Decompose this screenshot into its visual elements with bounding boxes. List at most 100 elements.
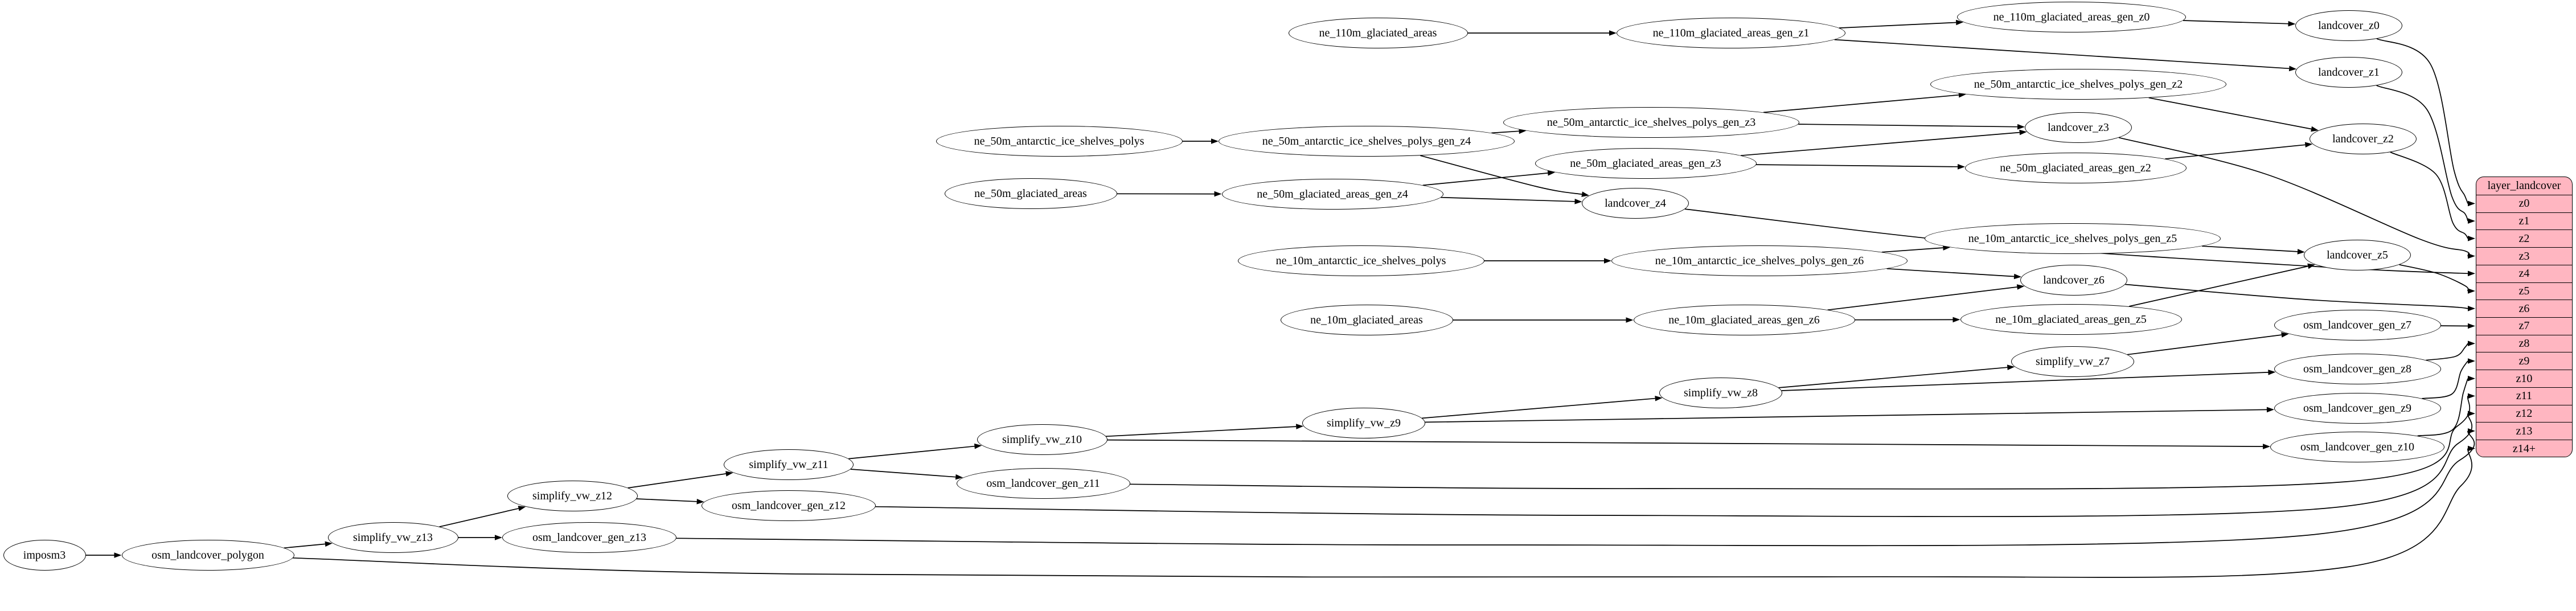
node-ne_10m_antarctic_ice_shelves_polys_gen_z5: ne_10m_antarctic_ice_shelves_polys_gen_z… [1925,223,2221,254]
node-ne_50m_antarctic_ice_shelves_polys: ne_50m_antarctic_ice_shelves_polys [936,126,1183,157]
table-row-z12: z12 [2476,405,2572,423]
node-simplify_vw_z8: simplify_vw_z8 [1659,378,1782,408]
node-ne_50m_antarctic_ice_shelves_polys_gen_z2: ne_50m_antarctic_ice_shelves_polys_gen_z… [1930,69,2226,100]
node-osm_landcover_gen_z12: osm_landcover_gen_z12 [702,490,876,521]
edge-osm_landcover_polygon-to-simplify_vw_z13 [284,541,333,549]
table-row-z9: z9 [2476,352,2572,371]
edge-landcover_z1-to-row-z1 [2376,85,2475,224]
edge-landcover_z2-to-row-z2 [2390,151,2475,241]
node-ne_10m_glaciated_areas_gen_z5: ne_10m_glaciated_areas_gen_z5 [1960,304,2182,335]
edge-simplify_vw_z9-to-osm_landcover_gen_z9 [1425,407,2274,423]
edge-osm_landcover_gen_z13-to-row-z13 [676,428,2475,547]
edge-ne_50m_glaciated_areas_gen_z3-to-landcover_z3 [1740,129,2027,157]
table-row-z10: z10 [2476,370,2572,388]
table-row-z0: z0 [2476,195,2572,213]
node-ne_50m_antarctic_ice_shelves_polys_gen_z3: ne_50m_antarctic_ice_shelves_polys_gen_z… [1503,107,1799,138]
node-ne_10m_glaciated_areas_gen_z6: ne_10m_glaciated_areas_gen_z6 [1633,305,1855,335]
node-landcover_z0: landcover_z0 [2295,10,2402,41]
node-osm_landcover_polygon: osm_landcover_polygon [121,540,294,571]
edge-simplify_vw_z13-to-osm_landcover_gen_z13 [458,535,502,540]
edge-simplify_vw_z13-to-simplify_vw_z12 [439,506,526,527]
edge-simplify_vw_z11-to-simplify_vw_z10 [848,443,982,460]
node-ne_50m_glaciated_areas_gen_z3: ne_50m_glaciated_areas_gen_z3 [1535,148,1757,179]
node-osm_landcover_gen_z7: osm_landcover_gen_z7 [2274,310,2441,341]
node-simplify_vw_z9: simplify_vw_z9 [1302,408,1425,438]
node-simplify_vw_z7: simplify_vw_z7 [2011,346,2134,377]
edge-simplify_vw_z12-to-osm_landcover_gen_z12 [636,498,704,505]
edge-osm_landcover_gen_z9-to-row-z9 [2422,358,2475,399]
edge-ne_50m_antarctic_ice_shelves_polys_gen_z2-to-landcover_z2 [2148,97,2319,132]
edge-osm_landcover_gen_z11-to-row-z11 [1130,393,2475,490]
edge-simplify_vw_z11-to-osm_landcover_gen_z11 [850,469,963,480]
node-osm_landcover_gen_z9: osm_landcover_gen_z9 [2274,393,2441,424]
edge-landcover_z6-to-row-z6 [2125,284,2475,311]
table-row-z11: z11 [2476,388,2572,405]
edge-simplify_vw_z8-to-osm_landcover_gen_z8 [1781,370,2276,391]
edge-ne_10m_antarctic_ice_shelves_polys_gen_z6-to-landcover_z6 [1886,268,2022,280]
edge-ne_110m_glaciated_areas_gen_z1-to-ne_110m_glaciated_areas_gen_z0 [1839,19,1964,28]
node-ne_50m_glaciated_areas_gen_z4: ne_50m_glaciated_areas_gen_z4 [1221,179,1443,210]
edge-ne_50m_glaciated_areas_gen_z4-to-ne_50m_glaciated_areas_gen_z3 [1422,170,1556,186]
edge-landcover_z5-to-row-z5 [2399,264,2475,294]
edge-ne_10m_glaciated_areas_gen_z5-to-landcover_z5 [2129,263,2315,307]
node-ne_50m_antarctic_ice_shelves_polys_gen_z4: ne_50m_antarctic_ice_shelves_polys_gen_z… [1219,126,1515,157]
layer-table-title: layer_landcover [2476,177,2572,195]
table-row-z2: z2 [2476,230,2572,248]
node-landcover_z1: landcover_z1 [2295,57,2402,88]
edge-osm_landcover_gen_z12-to-row-z12 [875,411,2475,518]
table-row-z5: z5 [2476,283,2572,301]
edge-osm_landcover_gen_z10-to-row-z10 [2417,375,2475,437]
edge-ne_50m_antarctic_ice_shelves_polys_gen_z4-to-landcover_z4 [1420,155,1589,197]
table-row-z1: z1 [2476,213,2572,231]
table-row-z7: z7 [2476,318,2572,335]
edge-ne_50m_glaciated_areas_gen_z4-to-landcover_z4 [1441,196,1582,204]
edge-osm_landcover_polygon-to-row-z14+ [293,445,2475,578]
table-row-z3: z3 [2476,248,2572,265]
node-landcover_z4: landcover_z4 [1582,188,1689,219]
edge-ne_10m_glaciated_areas_gen_z6-to-ne_10m_glaciated_areas_gen_z5 [1855,317,1960,323]
edge-simplify_vw_z7-to-osm_landcover_gen_z7 [2127,332,2289,355]
edge-simplify_vw_z10-to-simplify_vw_z9 [1105,424,1304,437]
edge-ne_10m_antarctic_ice_shelves_polys_gen_z6-to-ne_10m_antarctic_ice_shelves_polys_gen_z5 [1881,245,1951,253]
node-simplify_vw_z10: simplify_vw_z10 [977,424,1107,455]
node-ne_50m_glaciated_areas: ne_50m_glaciated_areas [944,178,1117,209]
edge-ne_10m_glaciated_areas-to-ne_10m_glaciated_areas_gen_z6 [1453,317,1634,323]
edge-ne_50m_glaciated_areas_gen_z3-to-ne_50m_glaciated_areas_gen_z2 [1755,164,1966,170]
edge-landcover_z4-to-row-z4 [1685,208,2475,277]
node-ne_110m_glaciated_areas_gen_z0: ne_110m_glaciated_areas_gen_z0 [1957,2,2186,32]
node-osm_landcover_gen_z13: osm_landcover_gen_z13 [502,522,676,553]
edge-ne_110m_glaciated_areas-to-ne_110m_glaciated_areas_gen_z1 [1467,30,1617,36]
edge-imposm3-to-osm_landcover_polygon [85,552,122,558]
edge-osm_landcover_gen_z7-to-row-z7 [2440,323,2475,329]
node-ne_10m_antarctic_ice_shelves_polys: ne_10m_antarctic_ice_shelves_polys [1237,245,1484,276]
node-simplify_vw_z13: simplify_vw_z13 [327,522,458,553]
edge-landcover_z0-to-row-z0 [2376,38,2475,207]
edge-landcover_z3-to-row-z3 [2118,137,2475,259]
node-ne_10m_glaciated_areas: ne_10m_glaciated_areas [1280,305,1453,335]
node-simplify_vw_z11: simplify_vw_z11 [724,449,854,480]
edge-simplify_vw_z10-to-osm_landcover_gen_z10 [1107,439,2271,449]
edge-ne_110m_glaciated_areas_gen_z0-to-landcover_z0 [2183,20,2296,27]
node-landcover_z3: landcover_z3 [2025,112,2132,143]
edge-ne_50m_glaciated_areas-to-ne_50m_glaciated_areas_gen_z4 [1117,191,1222,197]
table-row-z6: z6 [2476,300,2572,318]
node-osm_landcover_gen_z11: osm_landcover_gen_z11 [956,468,1130,499]
node-landcover_z5: landcover_z5 [2304,240,2411,270]
table-row-z4: z4 [2476,265,2572,283]
node-ne_10m_antarctic_ice_shelves_polys_gen_z6: ne_10m_antarctic_ice_shelves_polys_gen_z… [1611,245,1908,276]
edge-ne_10m_glaciated_areas_gen_z6-to-landcover_z6 [1827,284,2025,311]
edge-ne_10m_antarctic_ice_shelves_polys_gen_z5-to-landcover_z5 [2201,245,2305,255]
edge-ne_50m_antarctic_ice_shelves_polys_gen_z3-to-ne_50m_antarctic_ice_shelves_polys_gen_z2 [1763,92,1966,113]
edge-simplify_vw_z8-to-simplify_vw_z7 [1778,364,2015,388]
node-landcover_z2: landcover_z2 [2310,124,2417,154]
edge-osm_landcover_gen_z8-to-row-z8 [2426,341,2475,361]
edge-ne_50m_antarctic_ice_shelves_polys-to-ne_50m_antarctic_ice_shelves_polys_gen_z4 [1182,138,1219,144]
edge-ne_110m_glaciated_areas_gen_z1-to-landcover_z1 [1834,39,2297,72]
edge-ne_10m_antarctic_ice_shelves_polys-to-ne_10m_antarctic_ice_shelves_polys_gen_z6 [1484,258,1611,264]
node-ne_110m_glaciated_areas: ne_110m_glaciated_areas [1288,18,1468,48]
table-row-z14+: z14+ [2512,442,2536,455]
